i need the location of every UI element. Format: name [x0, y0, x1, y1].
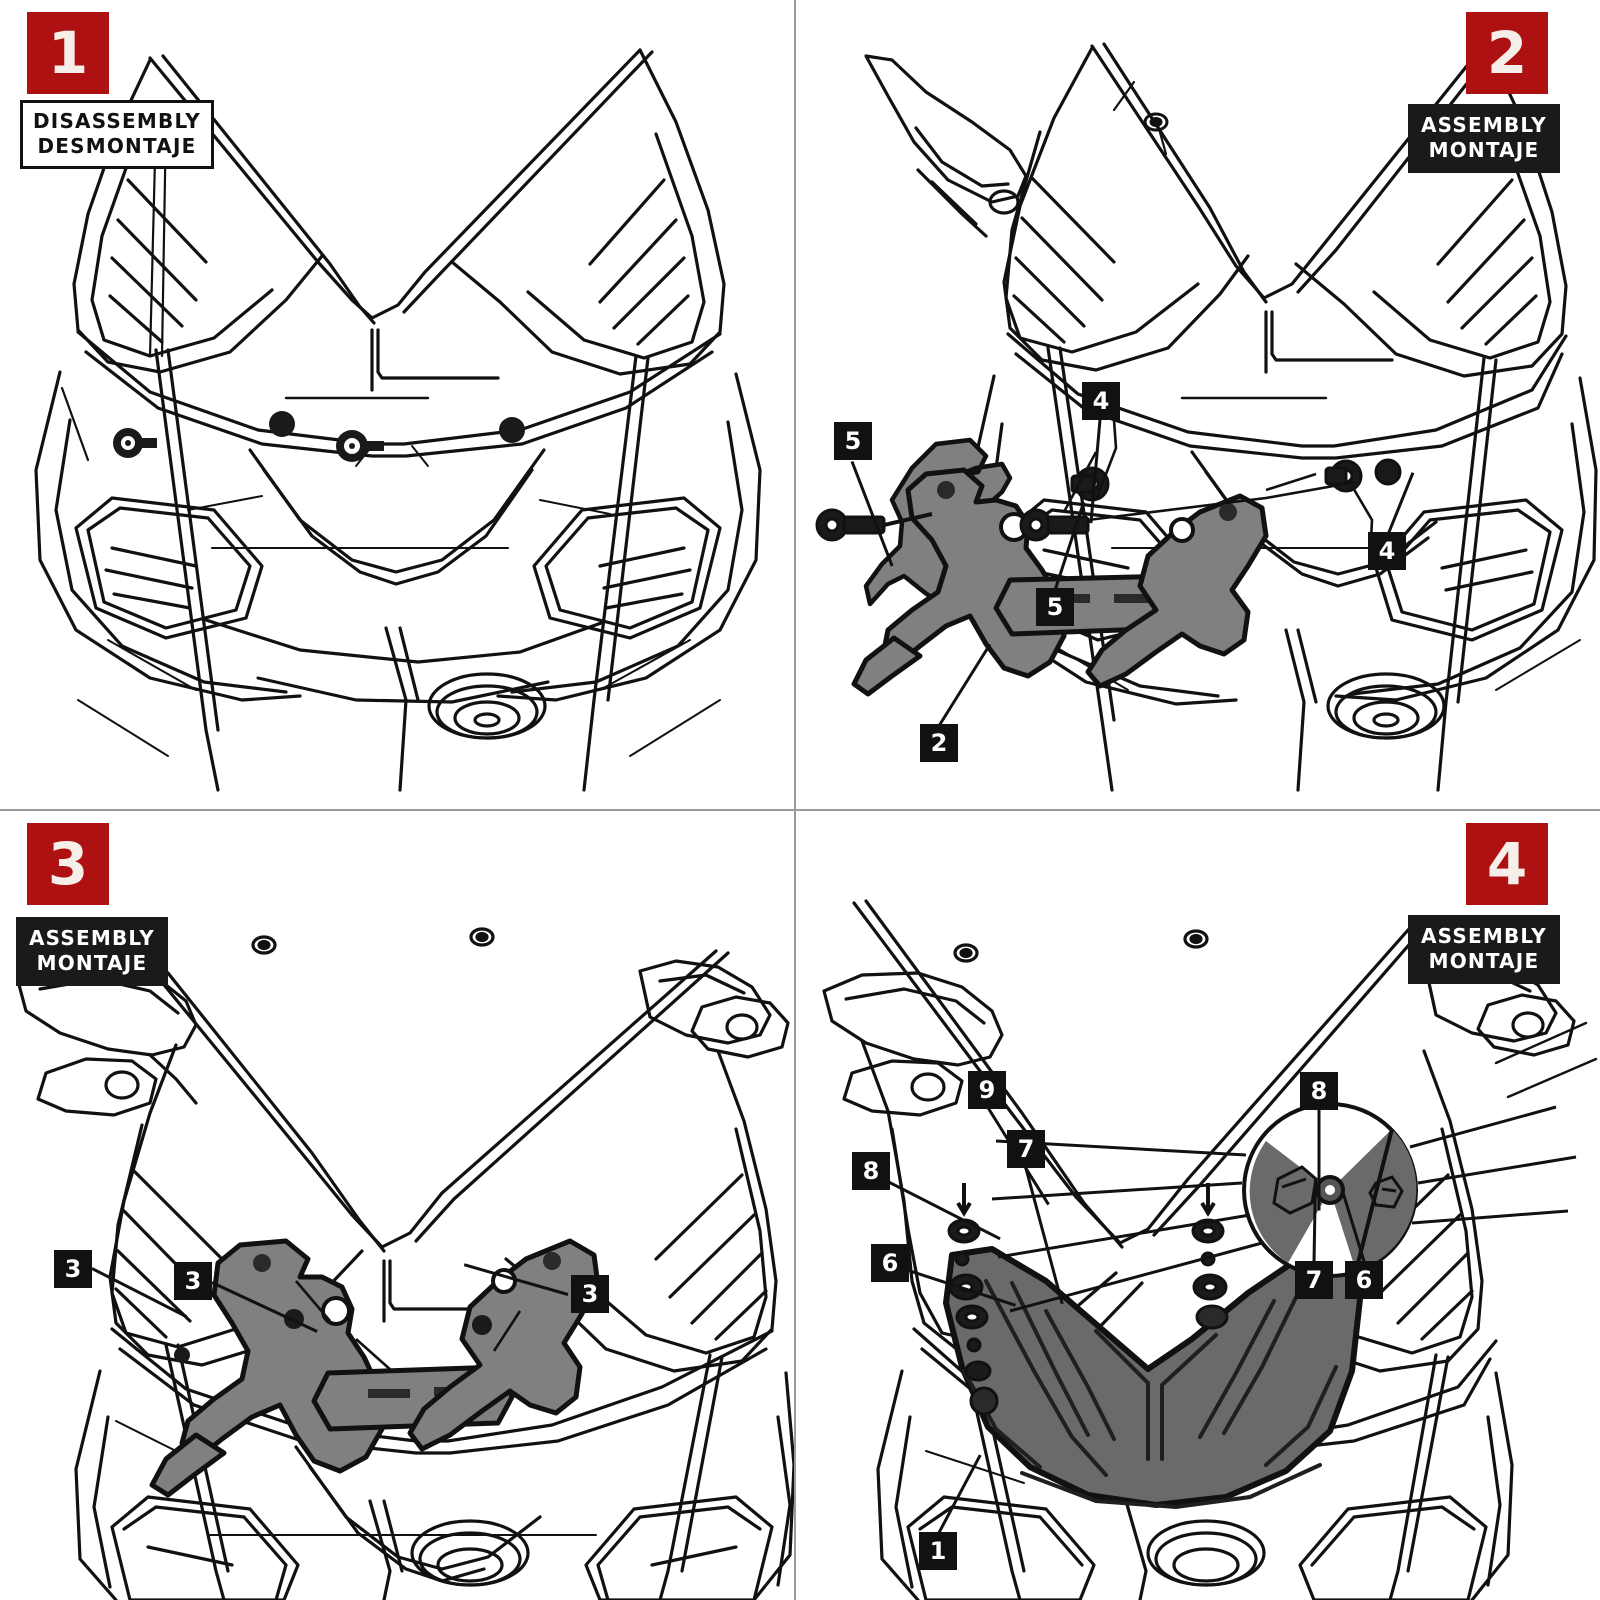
- action-label-4-en: ASSEMBLY: [1421, 924, 1547, 948]
- step-badge-1: 1: [27, 12, 109, 94]
- panel-2: 2 ASSEMBLY MONTAJE 5 4 5 4 2: [796, 0, 1600, 809]
- callout-6: 6: [1345, 1261, 1383, 1299]
- step-badge-3: 3: [27, 823, 109, 905]
- action-label-3-es: MONTAJE: [36, 951, 148, 975]
- callout-3: 3: [54, 1250, 92, 1288]
- panel-divider-vertical: [794, 0, 796, 1600]
- callout-9: 9: [968, 1071, 1006, 1109]
- action-label-3: ASSEMBLY MONTAJE: [16, 917, 168, 986]
- step-badge-4: 4: [1466, 823, 1548, 905]
- grommet-icon: [1143, 112, 1169, 132]
- action-label-2-es: MONTAJE: [1428, 138, 1540, 162]
- callout-6: 6: [871, 1244, 909, 1282]
- action-label-1: DISASSEMBLY DESMONTAJE: [20, 100, 214, 169]
- callout-2: 2: [920, 724, 958, 762]
- callout-7: 7: [1007, 1130, 1045, 1168]
- callout-7: 7: [1295, 1261, 1333, 1299]
- action-label-2: ASSEMBLY MONTAJE: [1408, 104, 1560, 173]
- action-label-1-es: DESMONTAJE: [37, 134, 197, 158]
- panel-4: 4 ASSEMBLY MONTAJE 9 8 7 6 8 7 6 1: [796, 811, 1600, 1600]
- callout-8: 8: [1300, 1072, 1338, 1110]
- panel-1: 1 DISASSEMBLY DESMONTAJE: [0, 0, 794, 809]
- panel-divider-horizontal: [0, 809, 1600, 811]
- bolt-5-left: [815, 508, 933, 542]
- action-label-1-en: DISASSEMBLY: [33, 109, 201, 133]
- action-label-4-es: MONTAJE: [1428, 949, 1540, 973]
- bracket-foot-left: [851, 635, 923, 697]
- callout-3: 3: [174, 1262, 212, 1300]
- callout-4: 4: [1082, 382, 1120, 420]
- bolt-5-centre: [1019, 508, 1090, 542]
- callout-5: 5: [1036, 588, 1074, 626]
- panel-4-lineart: [822, 899, 1598, 1600]
- step-badge-2: 2: [1466, 12, 1548, 94]
- action-label-2-en: ASSEMBLY: [1421, 113, 1547, 137]
- action-label-3-en: ASSEMBLY: [29, 926, 155, 950]
- callout-1: 1: [919, 1532, 957, 1570]
- detail-bubble: [1242, 1102, 1418, 1278]
- installed-bracket: [149, 1238, 601, 1498]
- action-label-4: ASSEMBLY MONTAJE: [1408, 915, 1560, 984]
- callout-8: 8: [852, 1152, 890, 1190]
- bracket-right-arm: [1085, 493, 1269, 689]
- spoiler-plate: [943, 1244, 1365, 1508]
- fastener-stack-right: [1191, 1183, 1229, 1330]
- panel-1-fasteners: [113, 411, 525, 462]
- leader-line: [1317, 1108, 1321, 1211]
- callout-4: 4: [1368, 532, 1406, 570]
- callout-3: 3: [571, 1275, 609, 1313]
- panel-1-lineart: [34, 48, 762, 792]
- callout-5: 5: [834, 422, 872, 460]
- panel-3: 3 ASSEMBLY MONTAJE 3 3 3: [0, 811, 794, 1600]
